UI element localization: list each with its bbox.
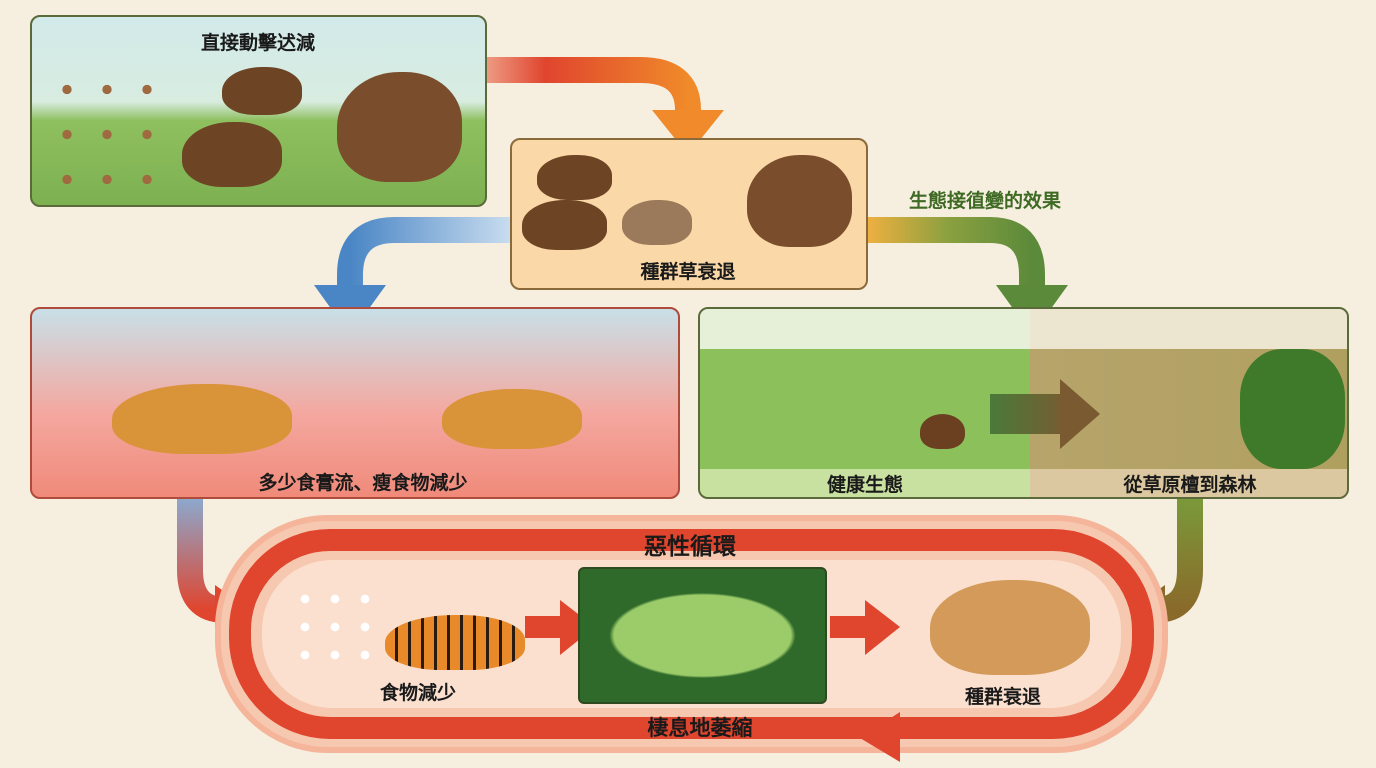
- cycle-title: 惡性循環: [644, 534, 736, 560]
- panel-predator-food: [30, 307, 680, 499]
- bison-icon: [537, 155, 612, 200]
- sabertooth-group-icon: [930, 580, 1090, 675]
- label-direct-hunting: 直接動擊迖減: [200, 32, 316, 54]
- hunters-icon: [47, 67, 177, 187]
- label-population-decline: 種群衰退: [964, 686, 1042, 708]
- label-predator-food: 多少食膏流、瘦食物減少: [258, 472, 468, 494]
- bison-icon: [182, 122, 282, 187]
- panel-ecosystem-change: [698, 307, 1349, 499]
- arrow-to-predators: [337, 217, 510, 290]
- sabertooth-icon: [112, 384, 292, 454]
- arrow-hunting-to-decline: [450, 57, 701, 125]
- weak-bison-icon: [622, 200, 692, 245]
- bison-icon: [522, 200, 607, 250]
- label-habitat-shrink: 棲息地萎縮: [647, 716, 753, 740]
- label-grass-to-forest: 從草原檀到森林: [1123, 474, 1257, 496]
- mammoth-icon: [337, 72, 462, 182]
- dung-icon: [920, 414, 965, 449]
- label-herbivore-decline: 種群草衰退: [640, 261, 736, 283]
- bison-icon: [222, 67, 302, 115]
- sabertooth-icon: [442, 389, 582, 449]
- habitat-forest-panel: [578, 567, 827, 704]
- tiger-icon: [385, 615, 525, 670]
- label-indirect-effect: 生態接徝變的效果: [908, 190, 1062, 212]
- label-healthy-ecosystem: 健康生態: [826, 474, 904, 496]
- arrow-to-forest: [866, 217, 1045, 295]
- panel-herbivore-decline: [510, 138, 868, 290]
- right-arrow-icon: [990, 394, 1070, 434]
- bones-icon: [290, 585, 380, 665]
- panel-direct-hunting: [30, 15, 487, 207]
- mammoth-icon: [747, 155, 852, 247]
- label-food-reduction: 食物減少: [379, 682, 457, 704]
- trees-icon: [1240, 349, 1345, 469]
